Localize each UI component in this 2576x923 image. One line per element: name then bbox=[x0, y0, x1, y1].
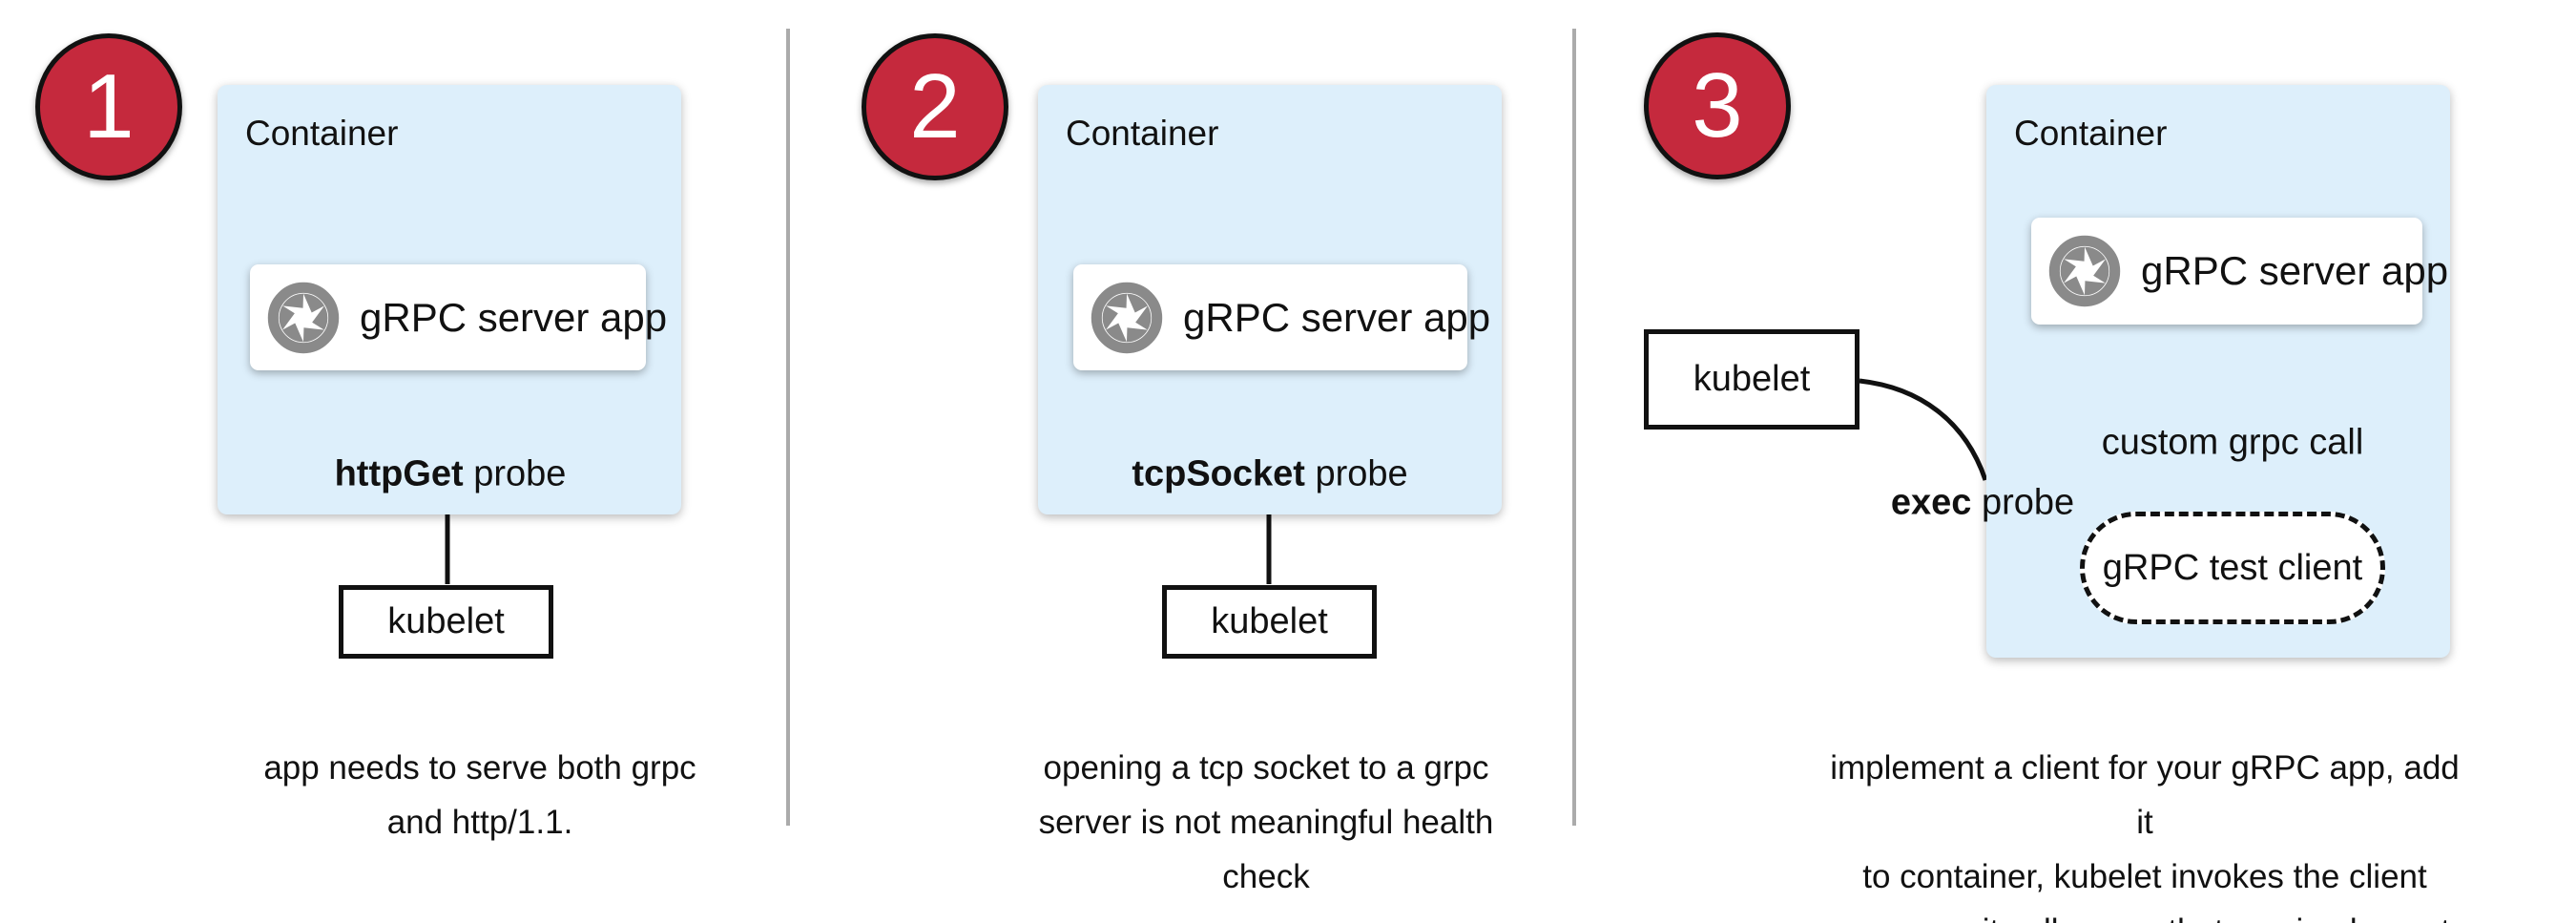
kubelet-label: kubelet bbox=[387, 601, 505, 641]
caption-line: and http/1.1. bbox=[386, 804, 573, 841]
grpc-server-app-box-1: gRPC server app bbox=[250, 264, 667, 370]
caption-line: program, it calls a rpc that you impleme… bbox=[1820, 904, 2469, 923]
caption-3: implement a client for your gRPC app, ad… bbox=[1820, 741, 2469, 923]
caption-line: server is not meaningful health bbox=[1038, 804, 1494, 841]
probe-word: probe bbox=[463, 453, 567, 494]
probe-type: httpGet bbox=[334, 453, 464, 494]
step-badge-3: 3 bbox=[1644, 32, 1791, 179]
step-number: 1 bbox=[83, 55, 135, 157]
grpc-server-app-label: gRPC server app bbox=[360, 294, 668, 340]
probe-label-2: tcpSocket probe bbox=[1132, 454, 1407, 495]
container-label-3: Container bbox=[2014, 114, 2168, 153]
step-number: 2 bbox=[909, 55, 961, 157]
grpc-server-app-box-3: gRPC server app bbox=[2031, 218, 2448, 325]
grpc-server-app-label: gRPC server app bbox=[1183, 294, 1491, 340]
probe-type: tcpSocket bbox=[1132, 453, 1305, 494]
kubelet-box-2: kubelet bbox=[1162, 585, 1377, 659]
probe-label-3: exec probe bbox=[1891, 483, 2074, 524]
custom-grpc-call-label: custom grpc call bbox=[2101, 422, 2364, 463]
step-badge-2: 2 bbox=[862, 33, 1008, 180]
exec-arrow-curve-upper bbox=[1859, 378, 1988, 481]
step-badge-1: 1 bbox=[35, 33, 182, 180]
kubelet-box-1: kubelet bbox=[339, 585, 553, 659]
caption-2: opening a tcp socket to a grpc server is… bbox=[999, 741, 1533, 904]
grpc-server-app-box-2: gRPC server app bbox=[1073, 264, 1490, 370]
probe-label-1: httpGet probe bbox=[335, 454, 567, 495]
step-number: 3 bbox=[1692, 54, 1743, 157]
container-label-1: Container bbox=[245, 114, 399, 153]
container-label-2: Container bbox=[1066, 114, 1219, 153]
kubelet-label: kubelet bbox=[1211, 601, 1328, 641]
grpc-test-client-box: gRPC test client bbox=[2080, 512, 2385, 624]
caption-line: implement a client for your gRPC app, ad… bbox=[1830, 749, 2460, 841]
caption-line: app needs to serve both grpc bbox=[263, 749, 696, 787]
caption-1: app needs to serve both grpc and http/1.… bbox=[232, 741, 728, 850]
caption-line: check bbox=[1222, 858, 1310, 895]
probe-word: probe bbox=[1971, 482, 2075, 523]
panel-divider-2 bbox=[1572, 29, 1576, 826]
aperture-icon bbox=[1091, 282, 1163, 353]
panel-divider-1 bbox=[786, 29, 790, 826]
grpc-server-app-label: gRPC server app bbox=[2141, 248, 2449, 293]
probe-word: probe bbox=[1304, 453, 1408, 494]
aperture-icon bbox=[2048, 235, 2121, 307]
caption-line: opening a tcp socket to a grpc bbox=[1043, 749, 1489, 787]
probe-type: exec bbox=[1890, 482, 1972, 523]
kubelet-box-3: kubelet bbox=[1644, 329, 1859, 430]
kubelet-label: kubelet bbox=[1693, 359, 1811, 399]
aperture-icon bbox=[267, 282, 340, 353]
grpc-test-client-label: gRPC test client bbox=[2102, 547, 2363, 588]
caption-line: to container, kubelet invokes the client bbox=[1862, 858, 2427, 895]
